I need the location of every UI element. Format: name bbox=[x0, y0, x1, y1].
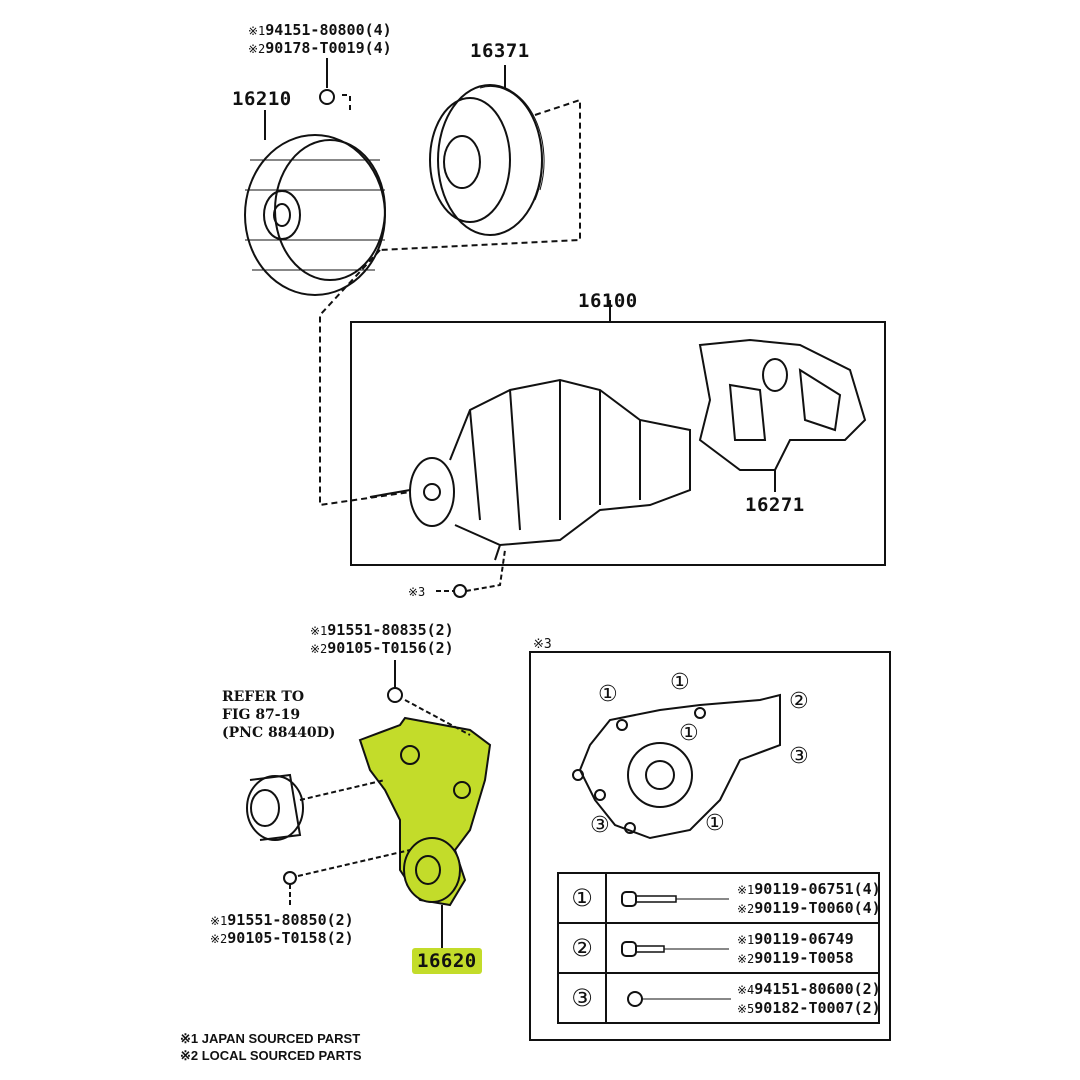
refer-line: FIG 87-19 bbox=[222, 707, 301, 723]
part-number: 90119-T0060(4) bbox=[754, 899, 881, 917]
table-row: ② ※190119-06749 ※290119-T0058 bbox=[557, 922, 880, 974]
mark: ※2 bbox=[210, 932, 228, 946]
mark: ※1 bbox=[210, 914, 228, 928]
callout-1: ① bbox=[670, 670, 690, 695]
mark: ※1 bbox=[310, 624, 328, 638]
part-number: 90178-T0019(4) bbox=[265, 39, 392, 57]
part-number: 90119-T0058 bbox=[754, 949, 854, 967]
mark: ※5 bbox=[737, 1002, 755, 1016]
mark: ※4 bbox=[737, 983, 755, 997]
pulley-drawing bbox=[429, 65, 545, 236]
gasket-drawing bbox=[698, 338, 867, 492]
fan-clutch-nut-part-numbers: ※194151-80800(4) ※290178-T0019(4) bbox=[248, 22, 392, 58]
tensioner-upper-bolt-part-numbers: ※191551-80835(2) ※290105-T0156(2) bbox=[310, 622, 454, 658]
detail-box-title: ※3 bbox=[533, 637, 552, 652]
nut-drawing bbox=[319, 89, 335, 105]
idler-pulley-drawing bbox=[246, 773, 304, 841]
part-number: 91551-80850(2) bbox=[227, 911, 354, 929]
footnote-japan: ※1 JAPAN SOURCED PARST bbox=[180, 1031, 361, 1046]
pump-bolt-ref: ※3 bbox=[408, 585, 426, 599]
tensioner-label: 16620 bbox=[412, 948, 482, 974]
part-number: 90105-T0158(2) bbox=[227, 929, 354, 947]
fan-clutch-label: 16210 bbox=[232, 88, 292, 110]
bolt-icon bbox=[621, 891, 729, 907]
bolt-icon bbox=[621, 941, 729, 957]
mark: ※2 bbox=[310, 642, 328, 656]
mark: ※1 bbox=[737, 883, 755, 897]
mark: ※2 bbox=[737, 902, 755, 916]
mark: ※2 bbox=[737, 952, 755, 966]
pulley-label: 16371 bbox=[470, 40, 530, 62]
tensioner-lower-bolt-part-numbers: ※191551-80850(2) ※290105-T0158(2) bbox=[210, 912, 354, 948]
refer-line: (PNC 88440D) bbox=[222, 725, 336, 741]
callout-3: ③ bbox=[789, 744, 809, 769]
part-number: 90105-T0156(2) bbox=[327, 639, 454, 657]
detail-box-frame bbox=[529, 651, 891, 1041]
nut-icon bbox=[627, 991, 731, 1007]
water-pump-assy-frame bbox=[350, 321, 886, 566]
mark: ※1 bbox=[248, 24, 266, 38]
row-number: ② bbox=[557, 922, 607, 974]
refer-note: REFER TO FIG 87-19 (PNC 88440D) bbox=[222, 688, 335, 742]
part-number: 94151-80800(4) bbox=[265, 21, 392, 39]
table-row: ① ※190119-06751(4) ※290119-T0060(4) bbox=[557, 872, 881, 924]
refer-line: REFER TO bbox=[222, 689, 305, 705]
fan-clutch-drawing bbox=[244, 110, 386, 296]
gasket-label: 16271 bbox=[745, 494, 805, 516]
callout-2: ② bbox=[789, 689, 809, 714]
callout-1: ① bbox=[705, 811, 725, 836]
part-number: 91551-80835(2) bbox=[327, 621, 454, 639]
callout-3: ③ bbox=[590, 813, 610, 838]
part-number: 94151-80600(2) bbox=[754, 980, 881, 998]
part-number: 90119-06751(4) bbox=[754, 880, 881, 898]
callout-1: ① bbox=[679, 721, 699, 746]
bolt-table: ① ※190119-06751(4)※290119-T0060(4) ② ※19… bbox=[557, 872, 881, 1024]
table-row: ③ ※494151-80600(2) ※590182-T0007(2) bbox=[557, 972, 881, 1024]
footnote-local: ※2 LOCAL SOURCED PARTS bbox=[180, 1048, 362, 1063]
pump-body-detail-drawing bbox=[572, 693, 781, 840]
part-number: 90119-06749 bbox=[754, 930, 854, 948]
tensioner-drawing bbox=[358, 716, 492, 950]
mark: ※1 bbox=[737, 933, 755, 947]
row-number: ① bbox=[557, 872, 607, 924]
callout-1: ① bbox=[598, 682, 618, 707]
mark: ※2 bbox=[248, 42, 266, 56]
water-pump-drawing bbox=[369, 378, 691, 561]
part-number: 90182-T0007(2) bbox=[754, 999, 881, 1017]
water-pump-label: 16100 bbox=[578, 290, 638, 312]
row-number: ③ bbox=[557, 972, 607, 1024]
